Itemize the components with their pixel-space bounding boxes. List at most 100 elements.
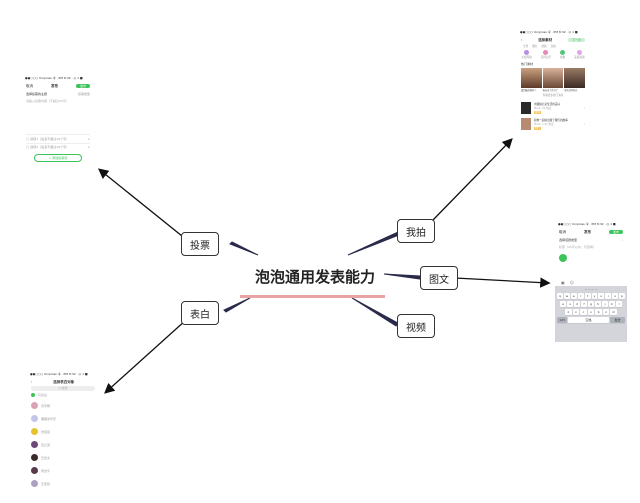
keyboard-key[interactable]: z	[565, 309, 572, 315]
node-snap[interactable]: 我拍	[397, 219, 435, 243]
arrow-confess	[104, 319, 187, 394]
keyboard-key[interactable]: r	[577, 293, 584, 299]
add-media-icon[interactable]	[559, 254, 567, 262]
node-imagetext[interactable]: 图文	[420, 266, 458, 290]
remove-icon[interactable]: ×	[87, 136, 90, 141]
tool-music[interactable]: 选择音乐	[541, 50, 551, 62]
tool-theme[interactable]: 主题风格	[521, 50, 532, 62]
vote-topic[interactable]: 选择投票的主题	[26, 92, 48, 96]
add-option-button[interactable]: + 添加投票项	[33, 154, 83, 162]
cancel-button[interactable]: 取消	[26, 83, 33, 88]
keyboard-key[interactable]: u	[598, 293, 605, 299]
tool-beauty[interactable]: 美颜滤镜	[574, 50, 585, 62]
music-icon	[543, 50, 549, 55]
image-icon[interactable]: ▣	[561, 279, 565, 285]
keyboard-key[interactable]: s	[567, 301, 573, 307]
node-confess[interactable]: 表白	[181, 301, 219, 325]
node-vote[interactable]: 投票	[181, 232, 219, 256]
keyboard-key[interactable]: v	[587, 309, 595, 315]
vote-hint[interactable]: 请输入投票内容（不超过30字）	[26, 99, 69, 103]
tag-icon	[31, 393, 35, 397]
title-field[interactable]: 标题（20字以内，可选填）	[559, 245, 596, 249]
avatar	[31, 402, 38, 409]
camera-icon	[560, 50, 566, 55]
avatar	[31, 467, 38, 474]
title-underline	[240, 295, 385, 298]
keyboard-key[interactable]: y	[591, 293, 598, 299]
avatar	[31, 480, 38, 487]
keyboard-key[interactable]: h	[595, 301, 601, 307]
tool-camera[interactable]: 拍摄	[560, 50, 565, 62]
item-thumb	[521, 118, 531, 130]
keyboard-key[interactable]: f	[581, 301, 587, 307]
key-mode[interactable]: 123	[557, 317, 568, 323]
confess-screen: ●●○○○ Unipluss 令 · PM 8:32 · ◎ 1 ■ ‹选择表白…	[27, 372, 99, 500]
more-link[interactable]: 查看更多热门素材	[542, 94, 564, 97]
keyboard-key[interactable]: b	[595, 309, 602, 315]
avatar	[31, 428, 38, 435]
list-item[interactable]: 曾宇桐	[27, 399, 99, 412]
remove-icon[interactable]: ×	[87, 145, 90, 149]
chevron-right-icon: ›	[583, 122, 585, 126]
list-item[interactable]: 期期米乐乐	[27, 412, 99, 425]
keyboard-key[interactable]: d	[574, 301, 580, 307]
list-item[interactable]: 周志平	[27, 464, 99, 477]
list-item[interactable]: 包兰英	[27, 438, 99, 451]
section-title: 热门素材	[521, 62, 534, 66]
keyboard-key[interactable]: x	[572, 309, 580, 315]
filter-tab[interactable]: 全部	[523, 45, 529, 48]
avatar	[31, 415, 38, 422]
keyboard-key[interactable]: a	[560, 301, 566, 307]
cancel-button[interactable]: 取消	[559, 229, 566, 234]
search-input[interactable]: Q 搜索	[31, 386, 95, 391]
key-space[interactable]: 空格	[568, 317, 609, 323]
vote-option-1[interactable]: ◯ 选项1（最多不超过15个字）	[26, 136, 70, 141]
keyboard-key[interactable]: w	[563, 293, 570, 299]
screen-title: 发布	[583, 229, 591, 234]
keyboard-key[interactable]: k	[609, 301, 615, 307]
branch-video	[351, 297, 399, 327]
keyboard-key[interactable]: e	[570, 293, 577, 299]
status-bar: ●●○○○ Unipluss 令 · PM 8:32 · ◎ 1 ■	[520, 30, 578, 34]
avatar	[31, 454, 38, 461]
publish-button[interactable]: 发布	[75, 84, 90, 88]
theme-icon	[524, 50, 530, 55]
list-item[interactable]: 王凯文	[27, 451, 99, 464]
keyboard-key[interactable]: g	[588, 301, 594, 307]
publish-button[interactable]: 发布	[608, 230, 623, 234]
keyboard-key[interactable]: i	[605, 293, 612, 299]
keyboard-key[interactable]: t	[584, 293, 591, 299]
next-button[interactable]: 下一步	[567, 38, 585, 42]
key-send[interactable]: 发送	[609, 317, 625, 323]
keyboard-key[interactable]: p	[619, 293, 625, 299]
candidate-bar: — — — —	[584, 288, 598, 291]
vote-option-2[interactable]: ◯ 选项2（最多不超过15个字）	[26, 145, 70, 149]
keyboard-key[interactable]: n	[602, 309, 610, 315]
filter-tab[interactable]: 视频	[541, 45, 547, 48]
branch-snap	[347, 231, 400, 256]
keyboard-key[interactable]: j	[602, 301, 608, 307]
back-icon[interactable]: ‹	[31, 380, 33, 384]
vote-type[interactable]: 投票类型	[77, 92, 90, 96]
list-item[interactable]: 王佳彤	[27, 477, 99, 490]
node-video[interactable]: 视频	[397, 314, 435, 338]
keyboard-key[interactable]: m	[610, 309, 617, 315]
filter-tab[interactable]: 图片	[532, 45, 538, 48]
topic-select[interactable]: 选择话题类型	[559, 238, 578, 242]
list-item[interactable]: 刘佳彤	[27, 425, 99, 438]
keyboard-key[interactable]: o	[612, 293, 619, 299]
keyboard-key[interactable]: q	[557, 293, 563, 299]
filter-tab[interactable]: 自拍	[550, 45, 556, 48]
keyboard-key[interactable]: c	[580, 309, 587, 315]
back-icon[interactable]: ‹	[521, 38, 523, 42]
keyboard-key[interactable]: l	[616, 301, 622, 307]
material-thumb[interactable]	[521, 68, 542, 88]
emoji-icon[interactable]: ☺	[569, 279, 574, 285]
material-thumb[interactable]	[564, 68, 586, 88]
item-thumb	[521, 102, 531, 114]
material-thumb[interactable]	[542, 68, 564, 88]
